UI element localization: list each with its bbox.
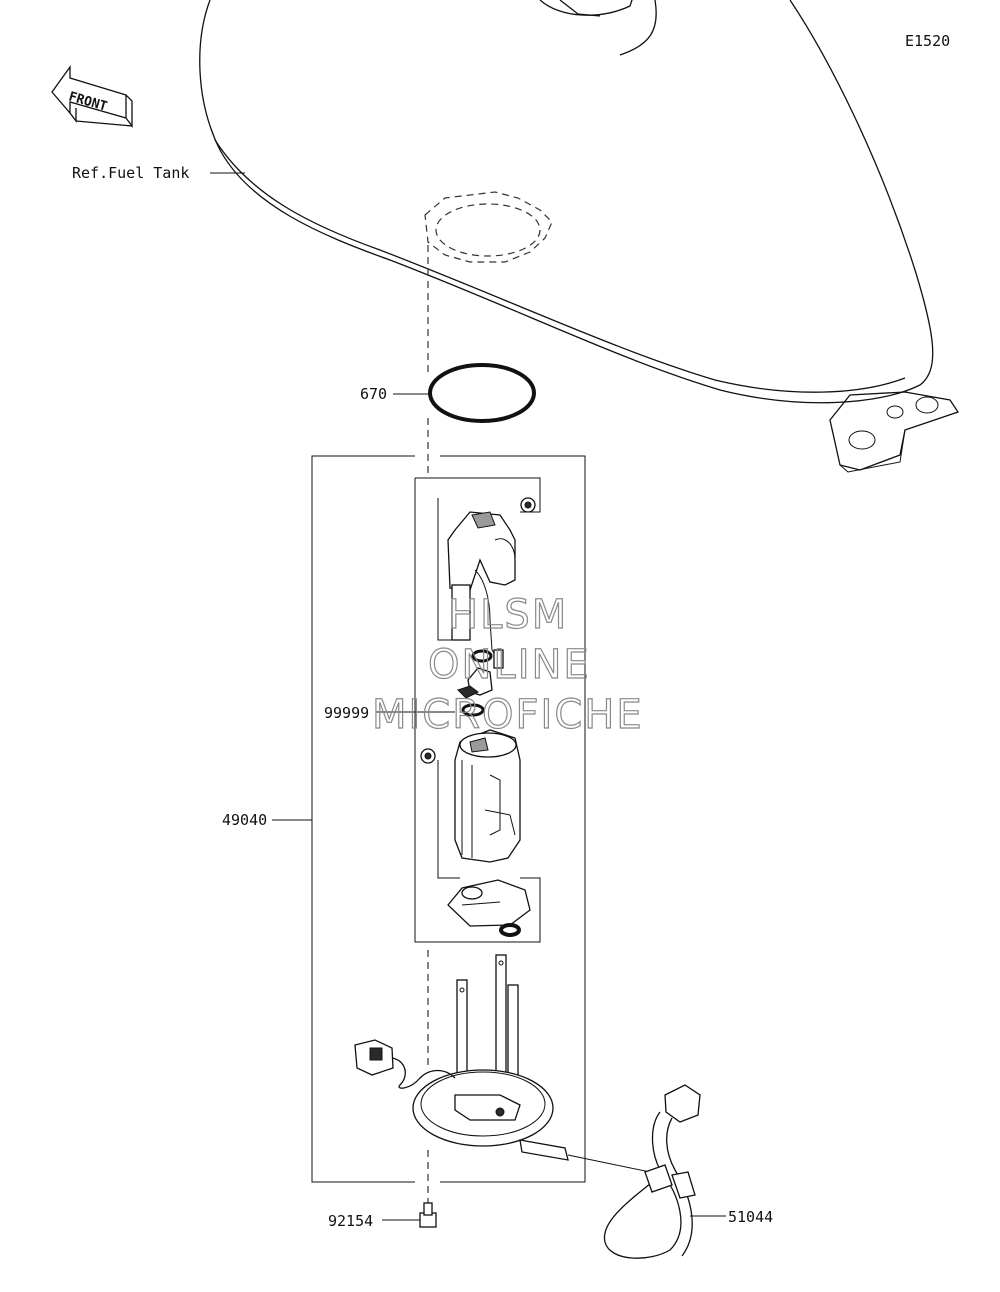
small-seals xyxy=(457,649,493,717)
fuel-tank-outline xyxy=(199,0,960,473)
label-99999: 99999 xyxy=(324,704,369,722)
o-ring-670 xyxy=(428,363,536,423)
label-51044: 51044 xyxy=(728,1208,773,1226)
pump-base-plate xyxy=(412,954,569,1161)
label-670: 670 xyxy=(360,385,387,403)
label-92154: 92154 xyxy=(328,1212,373,1230)
watermark: HLSM ONLINE MICROFICHE xyxy=(371,591,644,738)
fuel-filter xyxy=(447,879,531,927)
watermark-line3: MICROFICHE xyxy=(372,692,644,738)
bolt-92154 xyxy=(419,1202,437,1228)
watermark-line2: ONLINE xyxy=(428,642,591,688)
tank-pump-opening xyxy=(424,191,553,263)
ref-fuel-tank-label: Ref.Fuel Tank xyxy=(72,164,189,182)
lower-o-ring xyxy=(499,923,521,937)
front-arrow-icon: FRONT xyxy=(51,64,133,128)
fuel-level-sender xyxy=(447,497,536,669)
diagram-code: E1520 xyxy=(905,32,950,50)
label-49040: 49040 xyxy=(222,811,267,829)
watermark-line1: HLSM xyxy=(448,592,568,638)
fuel-hose-51044 xyxy=(567,1084,701,1259)
wire-connector xyxy=(354,1039,456,1089)
assembly-bracket-49040 xyxy=(311,455,586,1183)
front-arrow-label: FRONT xyxy=(67,89,109,114)
fuel-pump-body xyxy=(420,729,521,863)
